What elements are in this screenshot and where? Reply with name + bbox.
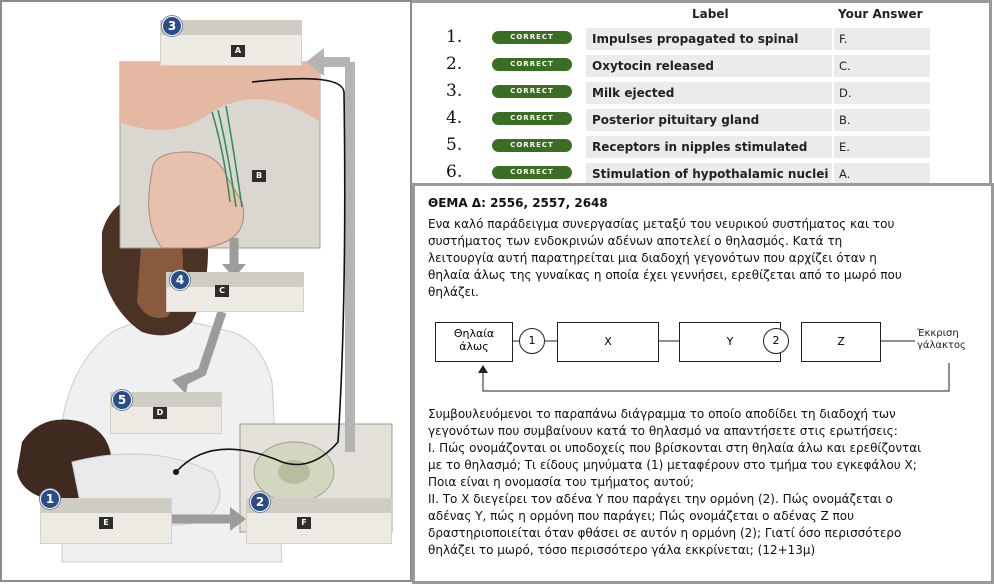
intro-paragraph: Ενα καλό παράδειγμα συνεργασίας μεταξύ τ… bbox=[428, 216, 984, 301]
step-3-circle: 3 bbox=[162, 16, 182, 36]
row-answer: B. bbox=[834, 109, 930, 131]
illustration-panel: A B C D E F 3 4 5 1 2 bbox=[0, 0, 412, 582]
row-label: Milk ejected bbox=[586, 82, 832, 104]
row-label: Impulses propagated to spinal cord bbox=[586, 28, 832, 68]
diagram-start-box: Θηλαία άλως bbox=[435, 322, 513, 362]
table-row: 6. CORRECT Stimulation of hypothalamic n… bbox=[412, 161, 972, 188]
row-number: 4. bbox=[446, 108, 463, 128]
row-label: Stimulation of hypothalamic nuclei bbox=[586, 163, 832, 185]
label-column-header: Label bbox=[692, 7, 729, 21]
question-line: γεγονότων που συμβαίνουν κατά το θηλασμό… bbox=[428, 424, 898, 438]
correct-badge: CORRECT bbox=[492, 31, 572, 44]
label-c-tag: C bbox=[215, 285, 229, 297]
row-number: 5. bbox=[446, 135, 463, 155]
question-line: αδένας Υ, πώς η ορμόνη που παράγει; Πώς … bbox=[428, 509, 855, 523]
intro-line: συστήματος των ενδοκρινών αδένων αποτελε… bbox=[428, 234, 843, 248]
step-4-circle: 4 bbox=[170, 270, 190, 290]
diagram-end-label: Έκκριση γάλακτος bbox=[917, 328, 966, 351]
drop-zone-e[interactable]: E bbox=[40, 498, 172, 544]
question-line: θηλάζει το μωρό, τόσο περισσότερο γάλα ε… bbox=[428, 543, 816, 557]
question-line: δραστηριοποιείται όταν φθάσει σε αυτόν η… bbox=[428, 526, 902, 540]
row-label: Oxytocin released bbox=[586, 55, 832, 77]
correct-badge: CORRECT bbox=[492, 166, 572, 179]
intro-line: Ενα καλό παράδειγμα συνεργασίας μεταξύ τ… bbox=[428, 217, 895, 231]
answer-column-header: Your Answer bbox=[838, 7, 923, 21]
row-answer: E. bbox=[834, 136, 930, 158]
intro-line: λειτουργία αυτή παρατηρείται μια διαδοχή… bbox=[428, 251, 877, 265]
row-number: 6. bbox=[446, 162, 463, 182]
results-panel: Label Your Answer 1. CORRECT Impulses pr… bbox=[412, 0, 992, 186]
question-line: Συμβουλευόμενοι το παραπάνω διάγραμμα το… bbox=[428, 407, 896, 421]
row-answer: D. bbox=[834, 82, 930, 104]
step-2-circle: 2 bbox=[250, 492, 270, 512]
diagram-circle-2: 2 bbox=[763, 328, 789, 354]
table-row: 1. CORRECT Impulses propagated to spinal… bbox=[412, 26, 972, 68]
table-row: 3. CORRECT Milk ejected D. bbox=[412, 80, 972, 107]
hypothalamus-shape bbox=[120, 62, 320, 130]
table-row: 4. CORRECT Posterior pituitary gland B. bbox=[412, 107, 972, 134]
row-number: 1. bbox=[446, 27, 463, 47]
diagram-box-x: X bbox=[557, 322, 659, 362]
question-title: ΘΕΜΑ Δ: 2556, 2557, 2648 bbox=[428, 196, 608, 210]
drop-zone-d[interactable]: D bbox=[110, 392, 222, 434]
row-label: Receptors in nipples stimulated bbox=[586, 136, 832, 158]
question-line: ΙΙ. Το Χ διεγείρει τον αδένα Υ που παράγ… bbox=[428, 492, 893, 506]
intro-line: θηλάζει. bbox=[428, 285, 479, 299]
correct-badge: CORRECT bbox=[492, 112, 572, 125]
correct-badge: CORRECT bbox=[492, 58, 572, 71]
table-row: 5. CORRECT Receptors in nipples stimulat… bbox=[412, 134, 972, 161]
row-number: 2. bbox=[446, 54, 463, 74]
intro-line: θηλαία άλως της γυναίκας η οποία έχει γε… bbox=[428, 268, 902, 282]
label-b-tag: B bbox=[252, 170, 266, 182]
question-line: Ι. Πώς ονομάζονται οι υποδοχείς που βρίσ… bbox=[428, 441, 922, 455]
diagram-box-z: Z bbox=[801, 322, 881, 362]
diagram-circle-1: 1 bbox=[519, 328, 545, 354]
label-e-tag: E bbox=[99, 517, 113, 529]
label-f-tag: F bbox=[297, 517, 311, 529]
question-panel: ΘΕΜΑ Δ: 2556, 2557, 2648 Ενα καλό παράδε… bbox=[412, 183, 994, 584]
correct-badge: CORRECT bbox=[492, 139, 572, 152]
row-answer: A. bbox=[834, 163, 930, 185]
drop-zone-f[interactable]: F bbox=[246, 498, 392, 544]
label-d-tag: D bbox=[153, 407, 167, 419]
row-number: 3. bbox=[446, 81, 463, 101]
correct-badge: CORRECT bbox=[492, 85, 572, 98]
question-line: με το θηλασμό; Τι είδους μηνύματα (1) με… bbox=[428, 458, 917, 472]
pituitary-shape bbox=[148, 151, 245, 249]
nerve-fiber bbox=[175, 77, 346, 473]
question-line: Ποια είναι η ονομασία του τμήματος αυτού… bbox=[428, 475, 695, 489]
row-label: Posterior pituitary gland bbox=[586, 109, 832, 131]
row-answer: C. bbox=[834, 55, 930, 77]
neuron-tract bbox=[211, 111, 231, 203]
question-paragraph: Συμβουλευόμενοι το παραπάνω διάγραμμα το… bbox=[428, 406, 984, 559]
step-5-circle: 5 bbox=[112, 390, 132, 410]
row-answer: F. bbox=[834, 28, 930, 50]
drop-zone-a[interactable]: A bbox=[160, 20, 302, 66]
table-row: 2. CORRECT Oxytocin released C. bbox=[412, 53, 972, 80]
step-1-circle: 1 bbox=[40, 489, 60, 509]
label-a-tag: A bbox=[231, 45, 245, 57]
